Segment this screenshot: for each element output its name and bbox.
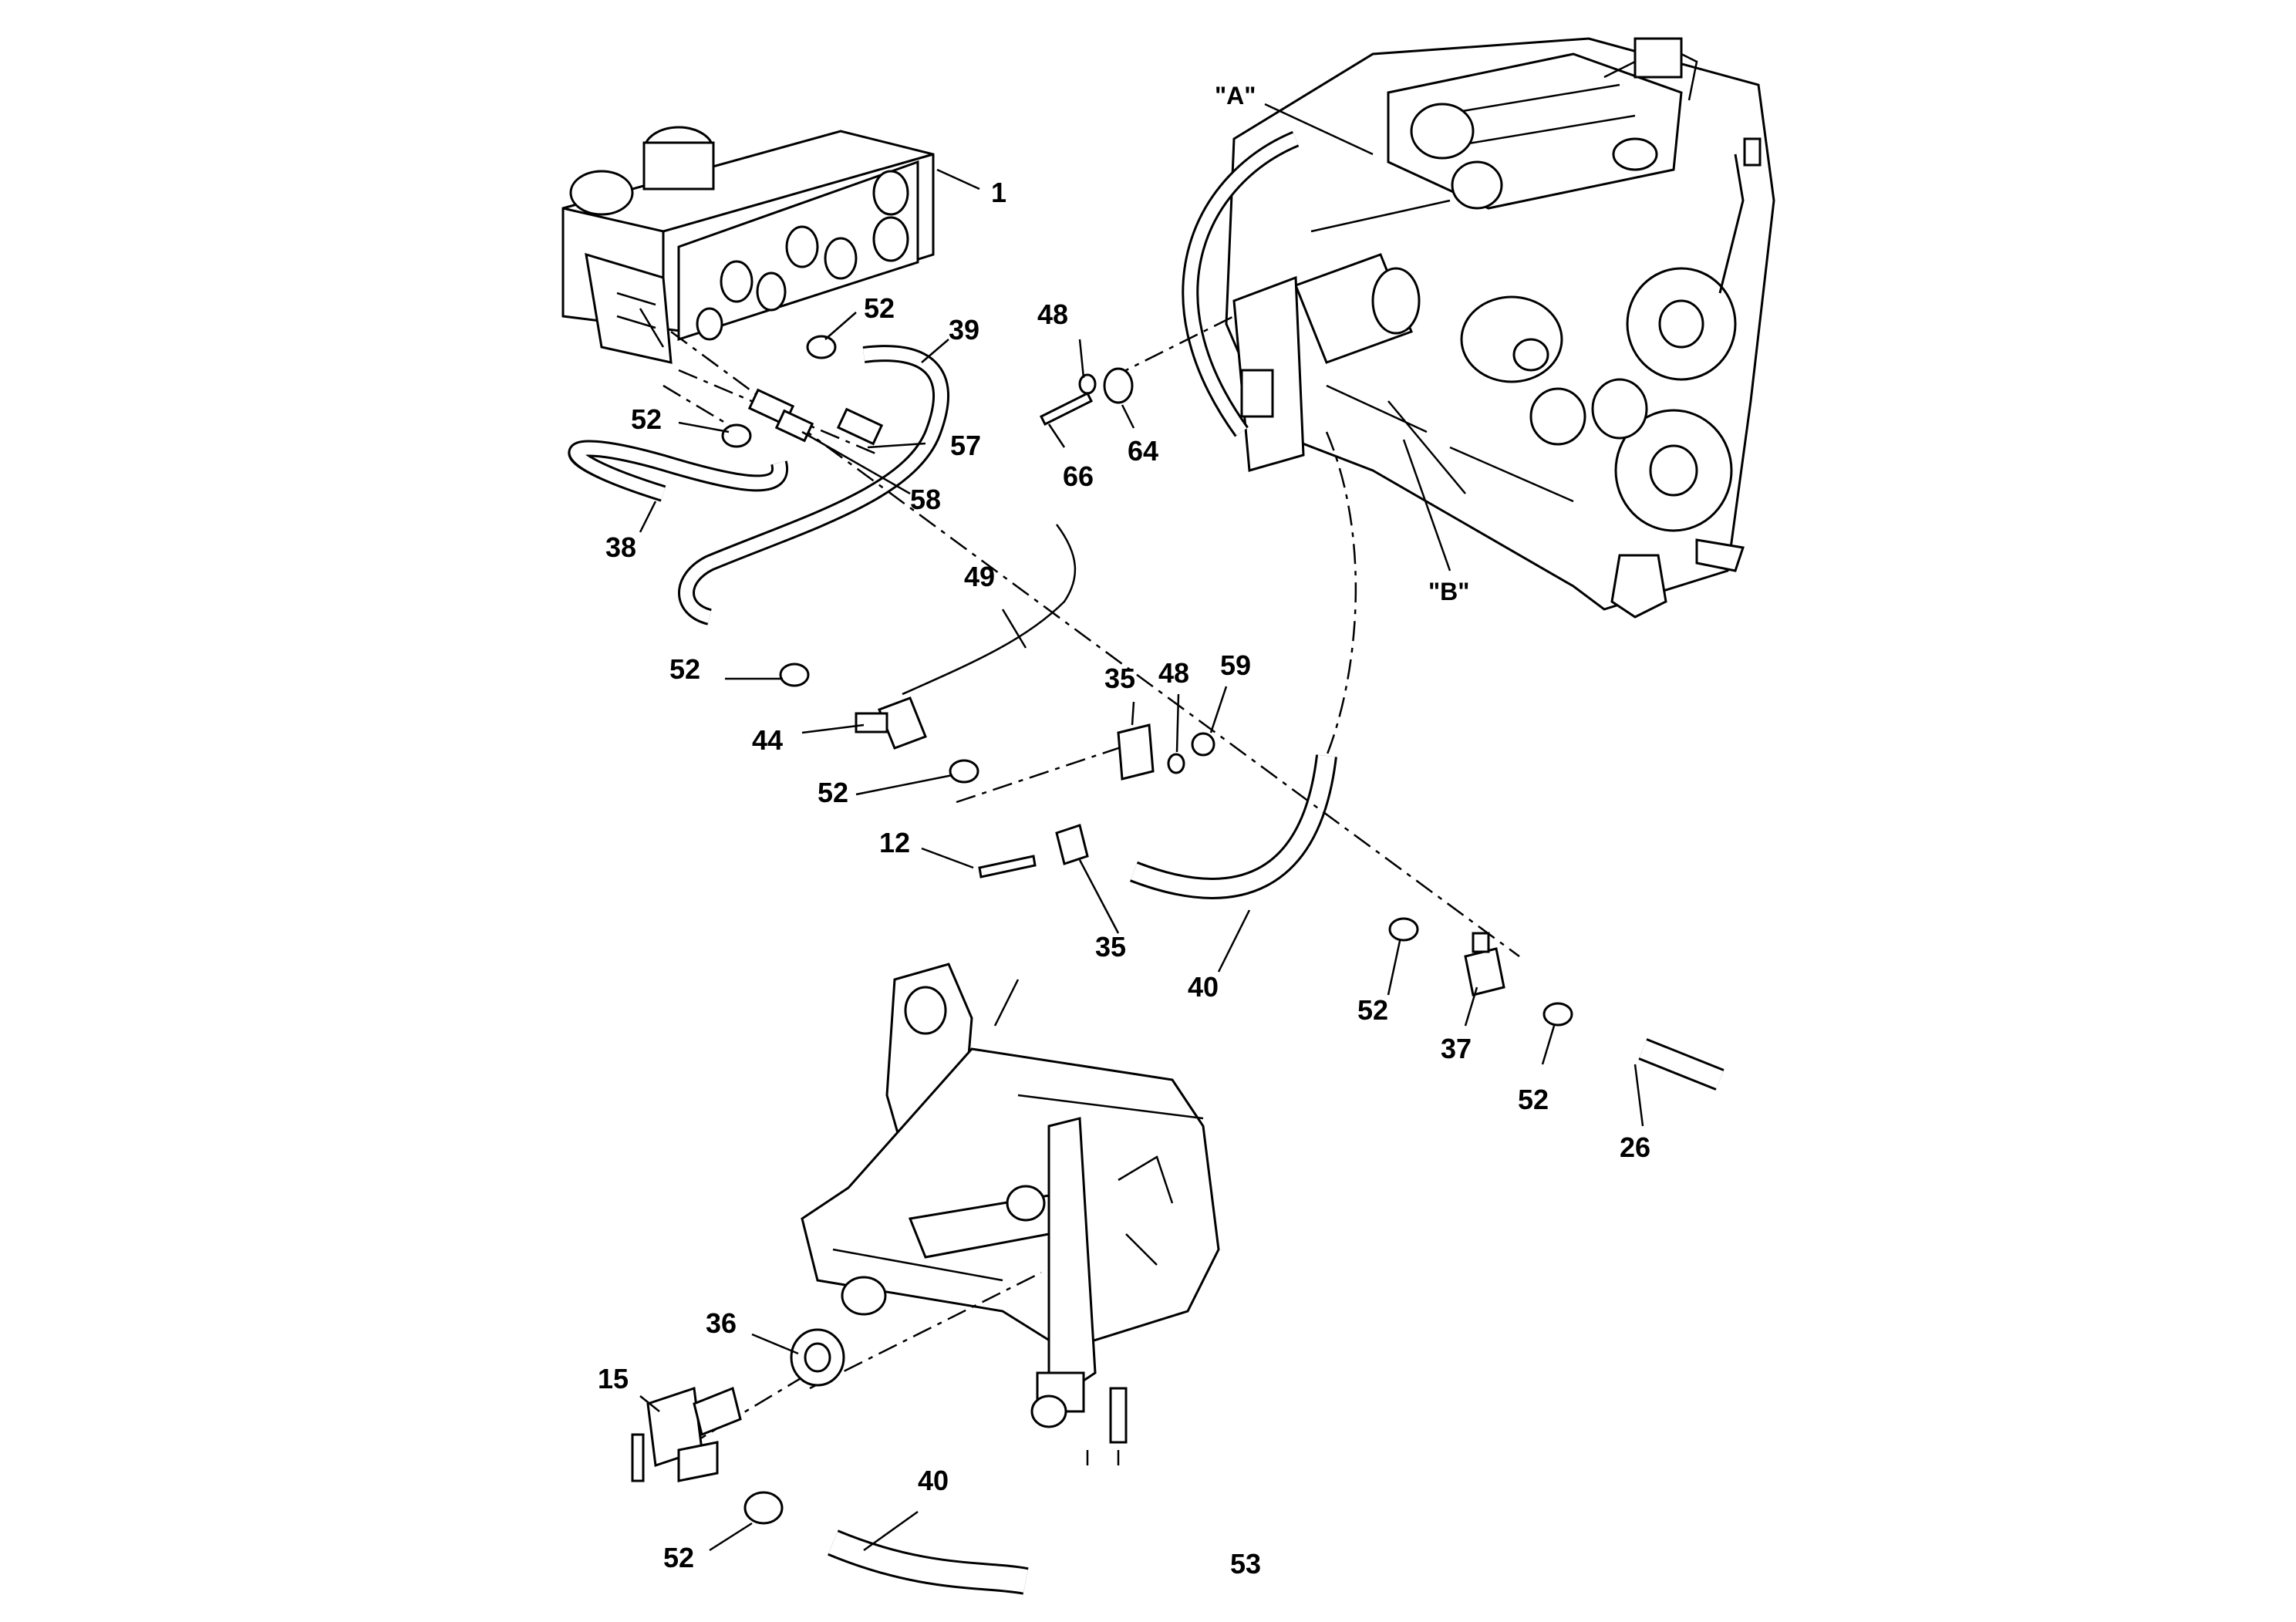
heater-unit (561, 126, 935, 364)
callout-58: 58 (910, 484, 941, 515)
callout-labels: 1 52 39 52 57 58 38 48 66 64 "A" "B" 49 … (598, 82, 1650, 1580)
callout-35-bottom: 35 (1095, 931, 1126, 963)
callout-A: "A" (1215, 82, 1256, 110)
callout-57: 57 (950, 430, 981, 461)
callout-40-bottom: 40 (918, 1465, 949, 1496)
callout-37: 37 (1441, 1033, 1472, 1064)
callout-15: 15 (598, 1363, 629, 1394)
callout-48-mid: 48 (1158, 657, 1189, 689)
callout-39: 39 (949, 314, 979, 346)
callout-49: 49 (964, 561, 995, 592)
callout-66: 66 (1063, 460, 1094, 492)
callout-40-mid: 40 (1188, 971, 1219, 1003)
callout-52-lower: 52 (818, 777, 848, 808)
callout-52-right1: 52 (1357, 994, 1388, 1026)
figure-number: 53 (1230, 1548, 1261, 1580)
callout-B: "B" (1428, 578, 1469, 605)
callout-36: 36 (706, 1307, 737, 1339)
leader-lines (639, 103, 1644, 1552)
callout-48-top: 48 (1037, 298, 1068, 330)
callout-52-right2: 52 (1518, 1084, 1549, 1115)
callout-1: 1 (991, 177, 1006, 208)
callout-52-mid: 52 (669, 653, 700, 685)
lower-engine-detail (801, 963, 1220, 1465)
callout-52-heater: 52 (864, 292, 895, 324)
callout-35-top: 35 (1104, 663, 1135, 694)
callout-12: 12 (879, 827, 910, 858)
callout-52-bottom: 52 (663, 1542, 694, 1573)
callout-44: 44 (752, 724, 783, 756)
engine-assembly (1225, 37, 1775, 619)
callout-26: 26 (1620, 1131, 1650, 1163)
callout-64: 64 (1128, 435, 1158, 467)
hoses (568, 130, 1725, 1595)
callout-52-left: 52 (631, 403, 662, 435)
callout-59: 59 (1220, 649, 1251, 681)
callout-38: 38 (605, 531, 636, 563)
